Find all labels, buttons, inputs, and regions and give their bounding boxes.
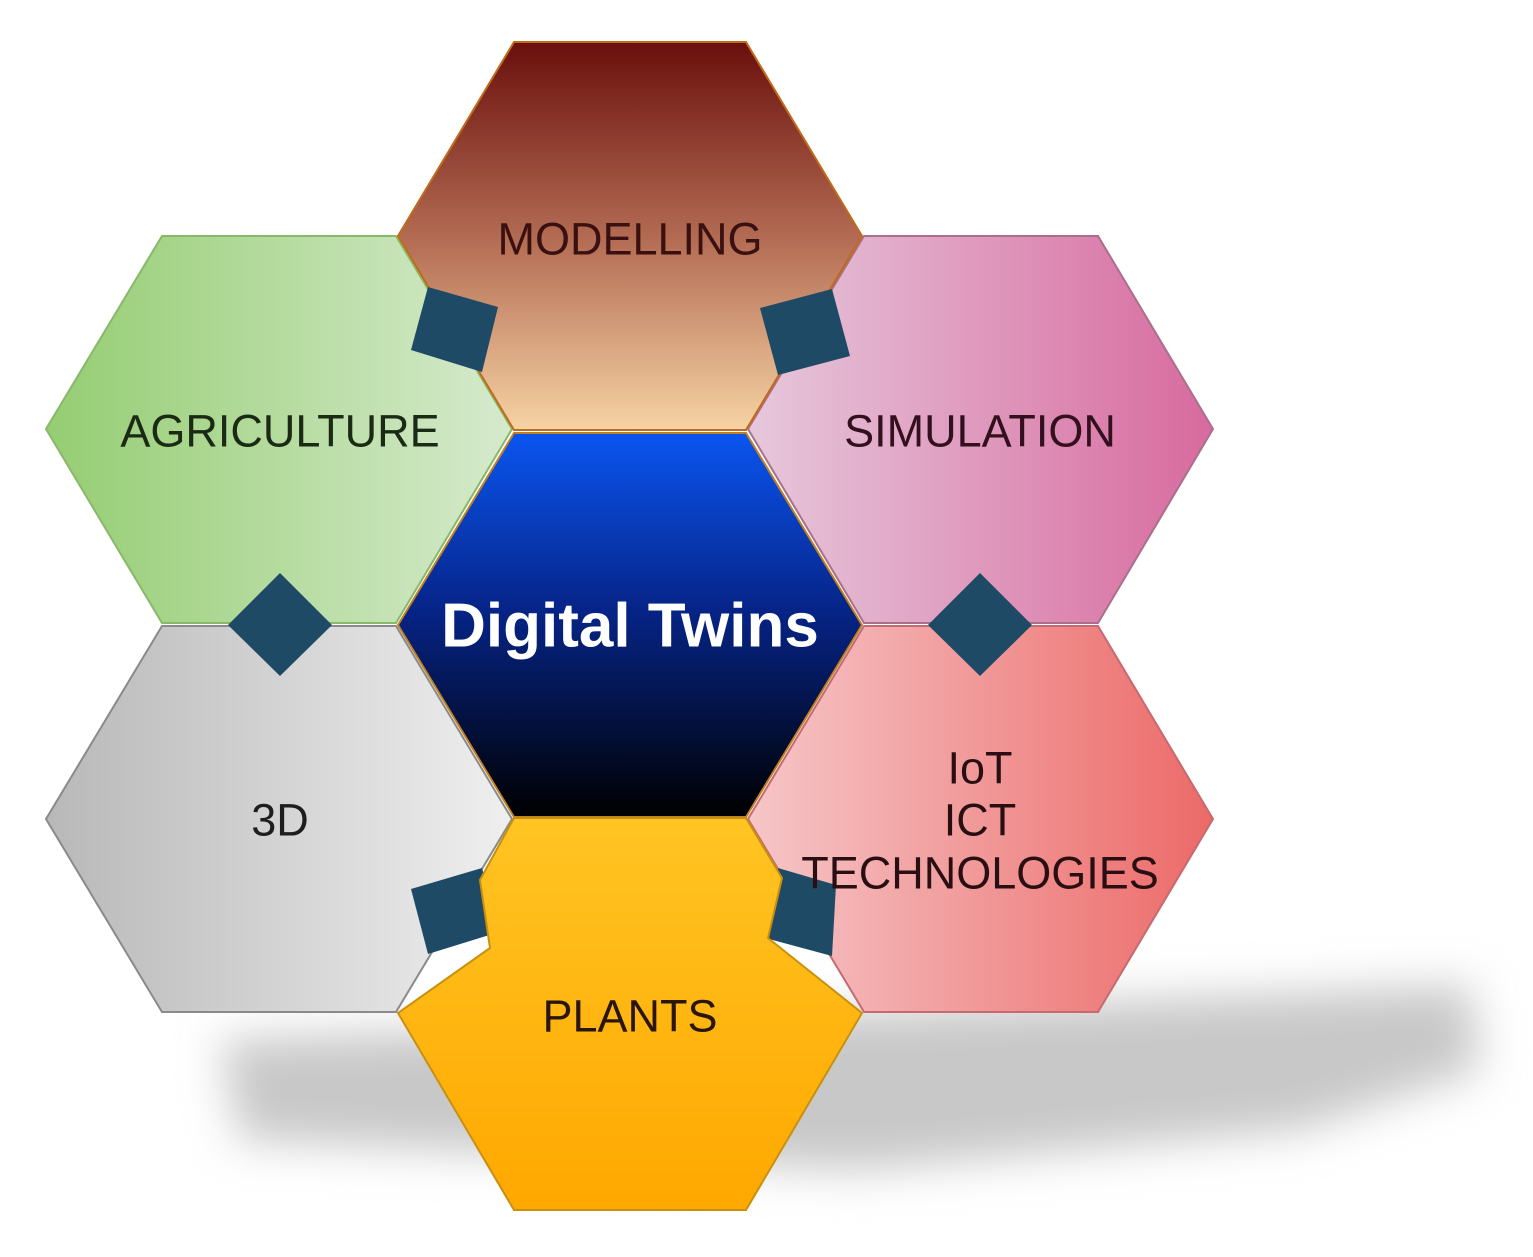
- connector-diamond-icon: [928, 573, 1032, 676]
- connector-diamond-icon: [228, 573, 332, 676]
- hex-iot-label-line-2: ICT: [944, 795, 1017, 846]
- hex-agriculture-label: AGRICULTURE: [120, 406, 439, 457]
- hex-plants-label: PLANTS: [542, 991, 717, 1042]
- connector-diamond-icon: [411, 287, 498, 372]
- hex-iot-label-line-1: IoT: [947, 743, 1012, 794]
- hex-simulation[interactable]: SIMULATION: [746, 235, 1215, 624]
- hex-modelling[interactable]: MODELLING: [396, 41, 864, 431]
- connector-diamond-icon: [760, 289, 850, 375]
- connector-diamond-icon: [411, 868, 499, 954]
- hex-plants[interactable]: PLANTS: [396, 817, 864, 1211]
- hex-3d-label: 3D: [251, 795, 309, 846]
- hex-iot-ict[interactable]: [746, 625, 1215, 1013]
- connectors: [228, 287, 1032, 956]
- hex-iot-label-line-3: TECHNOLOGIES: [801, 848, 1159, 899]
- hex-agriculture[interactable]: AGRICULTURE: [44, 235, 514, 624]
- hex-modelling-label: MODELLING: [497, 214, 762, 265]
- hex-3d[interactable]: 3D: [44, 625, 514, 1013]
- hex-digital-twins-center[interactable]: Digital Twins: [396, 432, 864, 818]
- hex-simulation-label: SIMULATION: [844, 406, 1116, 457]
- center-title: Digital Twins: [441, 592, 819, 661]
- hex-iot-ict-labels: IoT ICT TECHNOLOGIES: [801, 743, 1159, 899]
